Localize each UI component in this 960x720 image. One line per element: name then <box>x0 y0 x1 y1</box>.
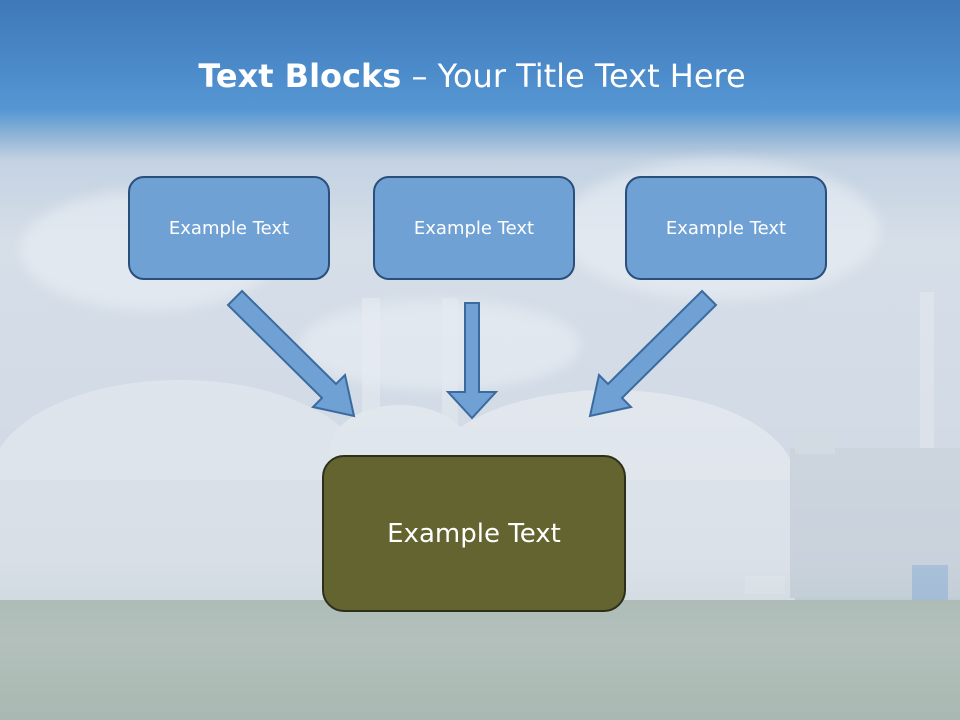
top-box-left: Example Text <box>128 176 330 280</box>
grass-field <box>0 600 960 720</box>
title-rest-part: – Your Title Text Here <box>401 57 746 95</box>
top-box-center: Example Text <box>373 176 575 280</box>
arrow-down-right-icon <box>226 289 356 418</box>
top-box-right: Example Text <box>625 176 827 280</box>
digester-tank <box>0 480 360 600</box>
top-box-label: Example Text <box>413 217 535 239</box>
title-bold-part: Text Blocks <box>198 57 402 95</box>
bottom-box-label: Example Text <box>387 518 561 549</box>
top-box-label: Example Text <box>168 217 290 239</box>
vehicle <box>745 576 785 594</box>
cloud <box>300 300 580 390</box>
bottom-box: Example Text <box>322 455 626 612</box>
container <box>912 565 948 601</box>
top-box-label: Example Text <box>665 217 787 239</box>
silo <box>795 430 835 454</box>
chimney <box>362 298 380 418</box>
arrow-down-left-icon <box>588 289 718 418</box>
slide-title: Text Blocks – Your Title Text Here <box>0 56 944 96</box>
arrow-down-icon <box>445 302 499 420</box>
